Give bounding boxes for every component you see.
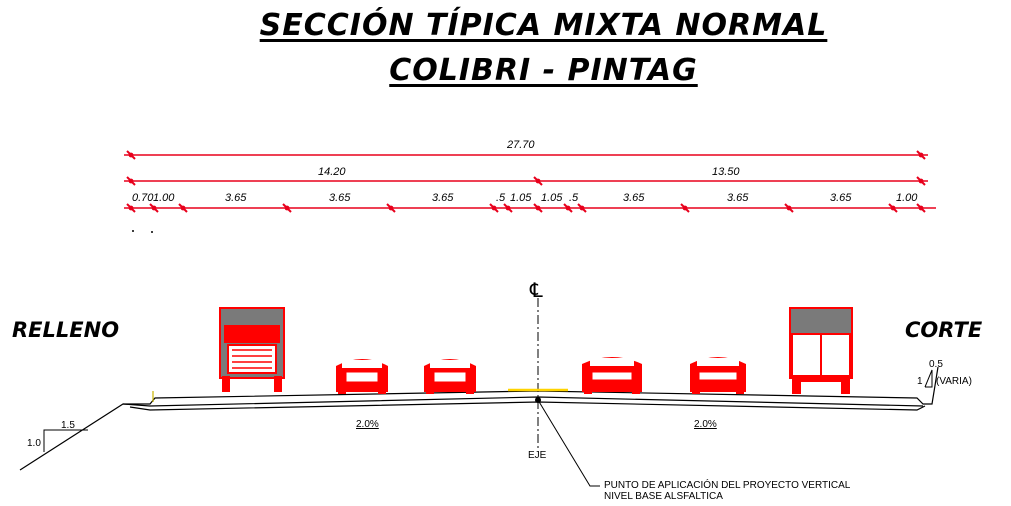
note-line-1: PUNTO DE APLICACIÓN DEL PROYECTO VERTICA… xyxy=(604,478,851,491)
car-2 xyxy=(424,359,476,394)
dimension-halves: 14.20 13.50 xyxy=(124,166,928,186)
fill-slope-h: 1.5 xyxy=(61,420,75,431)
segment-label: 1.00 xyxy=(153,192,175,204)
cut-slope-note: (VARIA) xyxy=(936,376,972,387)
cut-slope-h: 0.5 xyxy=(929,359,943,370)
segment-label: 3.65 xyxy=(432,192,454,204)
drawing-title: SECCIÓN TÍPICA MIXTA NORMAL xyxy=(38,8,1011,43)
segment-label: .5 xyxy=(569,192,579,204)
truck-right xyxy=(789,307,853,394)
segment-label: 1.05 xyxy=(541,192,563,204)
segment-label: 3.65 xyxy=(225,192,247,204)
fill-slope: 1.5 1.0 xyxy=(27,420,88,452)
dimension-right-half-label: 13.50 xyxy=(712,166,740,178)
cut-slope-v: 1 xyxy=(917,376,923,387)
car-1 xyxy=(336,359,388,394)
dimension-total: 27.70 xyxy=(124,139,928,160)
slope-right-label: 2.0% xyxy=(694,419,717,430)
segment-label: 3.65 xyxy=(727,192,749,204)
application-point-note: PUNTO DE APLICACIÓN DEL PROYECTO VERTICA… xyxy=(535,397,851,502)
fill-slope-v: 1.0 xyxy=(27,438,41,449)
title-line-1: SECCIÓN TÍPICA MIXTA NORMAL xyxy=(259,8,828,43)
dimension-total-label: 27.70 xyxy=(506,139,535,151)
note-line-2: NIVEL BASE ALSFALTICA xyxy=(604,491,723,502)
dimension-segments: 0.70 1.00 3.65 3.65 3.65 .5 1.05 1.05 .5… xyxy=(124,192,936,213)
drawing-subtitle: COLIBRI - PINTAG xyxy=(38,53,1011,88)
segment-label: 3.65 xyxy=(329,192,351,204)
centerline-symbol: ℄ xyxy=(529,278,543,302)
cut-slope: 0.5 1 (VARIA) xyxy=(917,359,972,388)
title-line-2: COLIBRI - PINTAG xyxy=(389,53,698,88)
car-4 xyxy=(690,357,746,394)
segment-label: 1.00 xyxy=(896,192,918,204)
segment-label: 1.05 xyxy=(510,192,532,204)
axis-label: EJE xyxy=(528,450,547,461)
centerline: ℄ EJE xyxy=(528,278,547,461)
segment-label: .5 xyxy=(496,192,506,204)
slope-left-label: 2.0% xyxy=(356,419,379,430)
segment-label: 3.65 xyxy=(623,192,645,204)
car-3 xyxy=(582,357,642,394)
relleno-label: RELLENO xyxy=(12,318,120,342)
segment-label: 0.70 xyxy=(132,192,154,204)
segment-label: 3.65 xyxy=(830,192,852,204)
dimension-left-half-label: 14.20 xyxy=(318,166,346,178)
truck-left xyxy=(219,307,285,392)
corte-label: CORTE xyxy=(905,318,983,342)
